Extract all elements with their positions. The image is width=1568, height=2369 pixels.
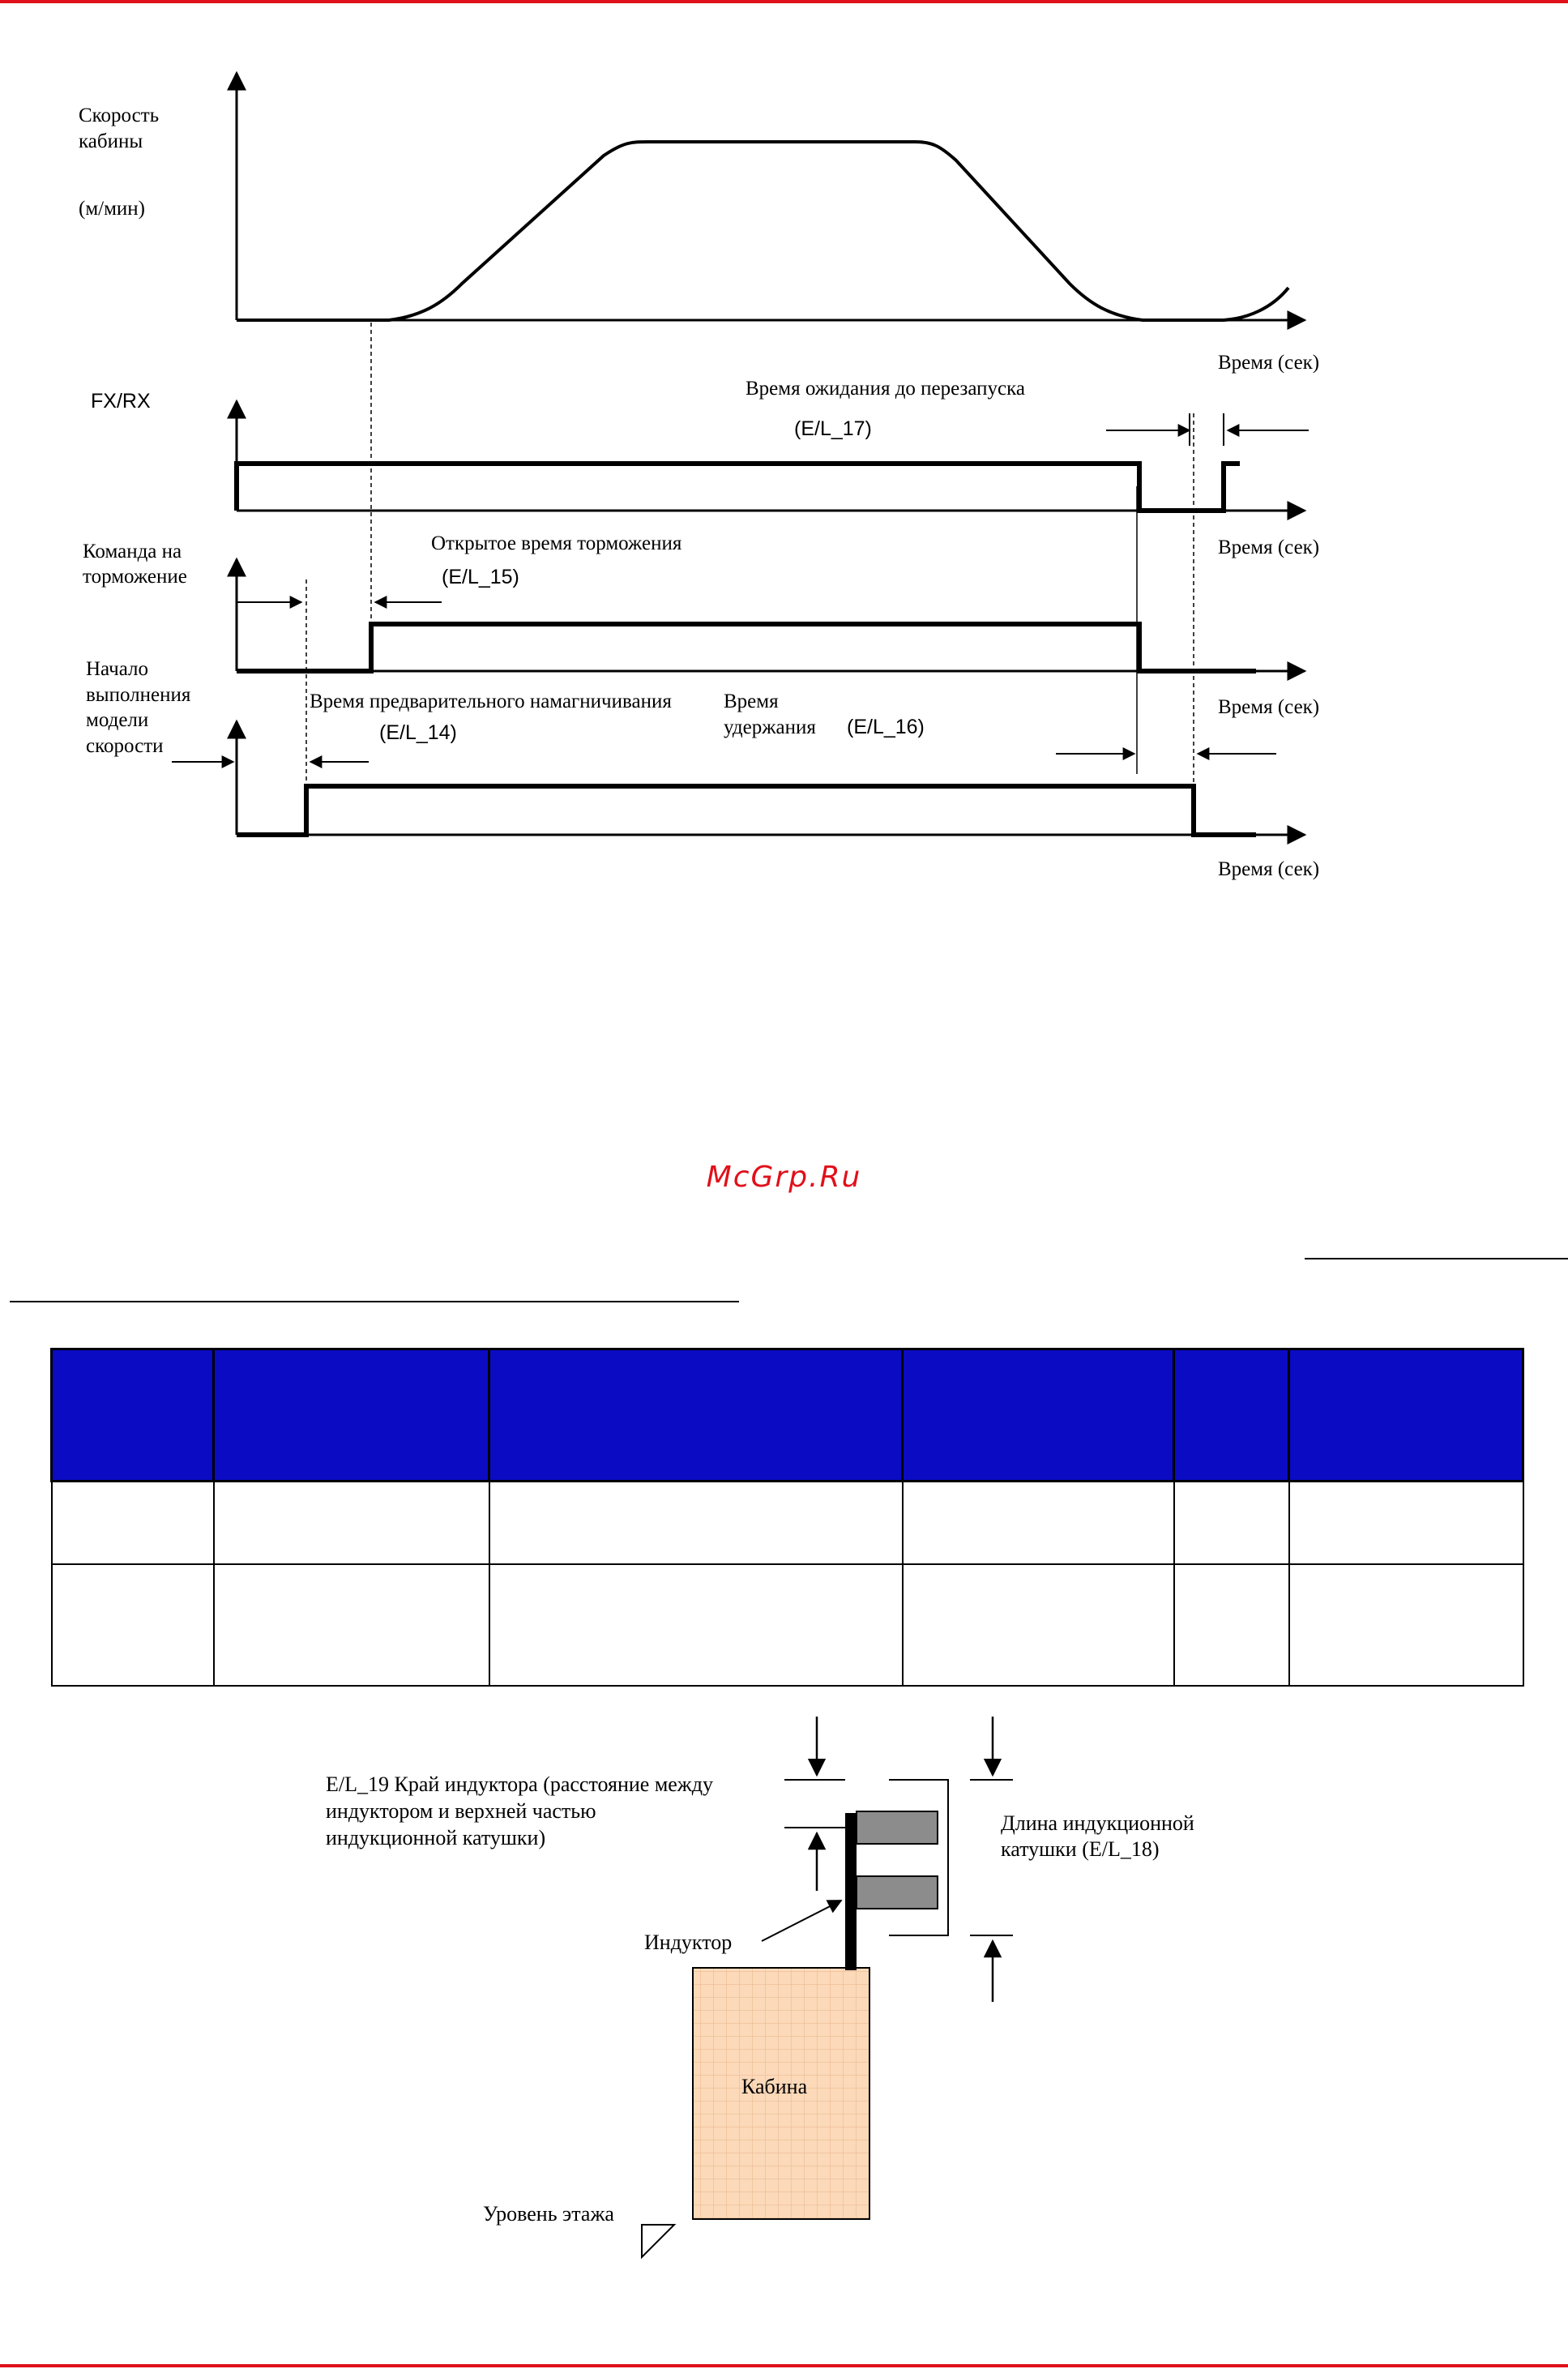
coil-upper xyxy=(856,1811,938,1845)
hold-code: (E/L_16) xyxy=(847,716,925,738)
inductor-label: Индуктор xyxy=(644,1931,732,1954)
hold-label-1: Время xyxy=(724,691,779,712)
speed-model-label-2: выполнения xyxy=(86,684,191,706)
model-signal xyxy=(237,784,1256,837)
table-cell xyxy=(901,1480,1175,1565)
table-header-cell xyxy=(901,1348,1175,1482)
coil-length-label-2: катушки (E/L_18) xyxy=(1001,1837,1160,1861)
inductor-bar xyxy=(845,1813,857,1970)
brake-open-label: Открытое время торможения xyxy=(431,532,682,554)
time-label-2: Время (сек) xyxy=(1218,537,1319,558)
bottom-red-rule xyxy=(0,2364,1568,2367)
speed-label-2: кабины xyxy=(79,130,143,152)
timing-diagram: Скорость кабины (м/мин) Время (сек) FX/R… xyxy=(79,71,1319,880)
floor-level-marker xyxy=(641,2224,677,2260)
watermark: McGrp.Ru xyxy=(706,1161,862,1194)
speed-label-1: Скорость xyxy=(79,105,159,126)
brake-signal xyxy=(237,622,1256,673)
speed-model-label-4: скорости xyxy=(86,735,164,757)
inductor-pointer-arrow xyxy=(761,1900,843,1942)
coil-bracket xyxy=(889,1779,949,1936)
fxrx-signal xyxy=(234,461,1240,513)
coil-length-label-1: Длина индукционной xyxy=(1001,1811,1194,1835)
rule-left xyxy=(10,1301,739,1302)
time-label-4: Время (сек) xyxy=(1218,858,1319,880)
speed-model-label-1: Начало xyxy=(86,658,148,680)
table-cell xyxy=(50,1480,215,1565)
premag-code: (E/L_14) xyxy=(379,721,457,744)
table-cell xyxy=(212,1480,490,1565)
cabin-box xyxy=(692,1967,870,2220)
table-cell xyxy=(212,1563,490,1687)
table-cell xyxy=(901,1563,1175,1687)
table-cell xyxy=(1173,1563,1290,1687)
table-header-cell xyxy=(488,1348,904,1482)
parameter-table xyxy=(50,1348,1524,1687)
table-row xyxy=(50,1563,1524,1687)
cabin-label: Кабина xyxy=(741,2075,808,2098)
table-cell xyxy=(1288,1563,1524,1687)
table-header-cell xyxy=(1173,1348,1290,1482)
edge-label-2: индуктором и верхней частью xyxy=(326,1799,596,1823)
speed-unit: (м/мин) xyxy=(79,198,145,220)
rule-right xyxy=(1305,1258,1568,1259)
top-red-rule xyxy=(0,0,1568,3)
restart-wait-code: (E/L_17) xyxy=(794,417,872,440)
edge-label-1: E/L_19 Край индуктора (расстояние между xyxy=(326,1772,713,1796)
table-header-cell xyxy=(50,1348,215,1482)
floor-label: Уровень этажа xyxy=(483,2202,614,2226)
table-cell xyxy=(488,1480,904,1565)
time-label-3: Время (сек) xyxy=(1218,696,1319,718)
table-cell xyxy=(1288,1480,1524,1565)
table-header-cell xyxy=(212,1348,490,1482)
table-header-row xyxy=(50,1348,1524,1482)
table-row xyxy=(50,1480,1524,1565)
brake-cmd-label-2: торможение xyxy=(83,566,187,588)
table-cell xyxy=(50,1563,215,1687)
inductor-diagram: Кабина Индуктор E/L_19 Край индуктора (р… xyxy=(326,1717,1194,2260)
brake-open-code: (E/L_15) xyxy=(442,566,519,588)
brake-cmd-label-1: Команда на xyxy=(83,541,182,562)
restart-wait-label: Время ожидания до перезапуска xyxy=(746,378,1025,400)
edge-label-3: индукционной катушки) xyxy=(326,1826,545,1849)
speed-model-label-3: модели xyxy=(86,709,148,731)
premag-label: Время предварительного намагничивания xyxy=(310,691,672,712)
table-header-cell xyxy=(1288,1348,1524,1482)
fxrx-label: FX/RX xyxy=(91,390,151,413)
table-cell xyxy=(1173,1480,1290,1565)
time-label-1: Время (сек) xyxy=(1218,352,1319,374)
table-cell xyxy=(488,1563,904,1687)
speed-profile-curve xyxy=(237,140,1290,322)
hold-label-2: удержания xyxy=(724,716,816,738)
coil-lower xyxy=(856,1875,938,1909)
